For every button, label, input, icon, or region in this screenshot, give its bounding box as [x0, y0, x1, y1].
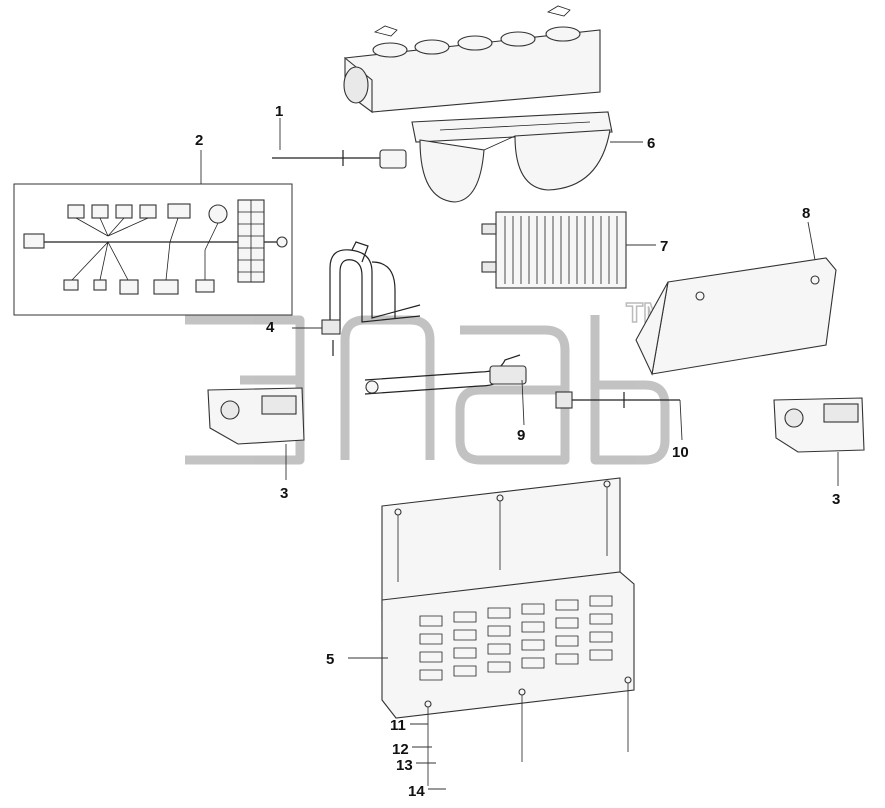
- callout-7: 7: [660, 238, 668, 255]
- wiring-schematic-panel: [13, 150, 293, 316]
- callout-3-left: 3: [280, 485, 288, 502]
- fastener-stacks: [394, 480, 632, 790]
- callout-12: 12: [392, 741, 409, 758]
- callout-11: 11: [390, 717, 406, 734]
- callout-13: 13: [396, 757, 413, 774]
- actuator-motor-left: [207, 387, 305, 480]
- callout-10: 10: [672, 444, 689, 461]
- callout-6: 6: [647, 135, 655, 152]
- callout-1: 1: [275, 103, 283, 120]
- callout-9: 9: [517, 427, 525, 444]
- coolant-hose-assembly: [292, 241, 421, 356]
- water-valve-assembly: [364, 354, 527, 426]
- callout-8: 8: [802, 205, 810, 222]
- callout-labels: 1 2 3 3 4 5 6 7 8 9 10 11 12 13 14: [195, 103, 840, 800]
- callout-14: 14: [408, 783, 425, 800]
- callout-4: 4: [266, 319, 275, 336]
- heater-cover-panel: [635, 221, 837, 376]
- wiring-harness-lead: [272, 118, 407, 169]
- actuator-motor-right: [773, 397, 865, 486]
- callout-3-right: 3: [832, 491, 840, 508]
- callout-2: 2: [195, 132, 203, 149]
- temperature-sensor-cable: [555, 391, 683, 441]
- callout-5: 5: [326, 651, 334, 668]
- heater-core: [481, 211, 627, 289]
- blower-fan-unit: [411, 111, 613, 203]
- blower-distribution-box: [343, 5, 601, 114]
- grille-panel: [348, 477, 635, 719]
